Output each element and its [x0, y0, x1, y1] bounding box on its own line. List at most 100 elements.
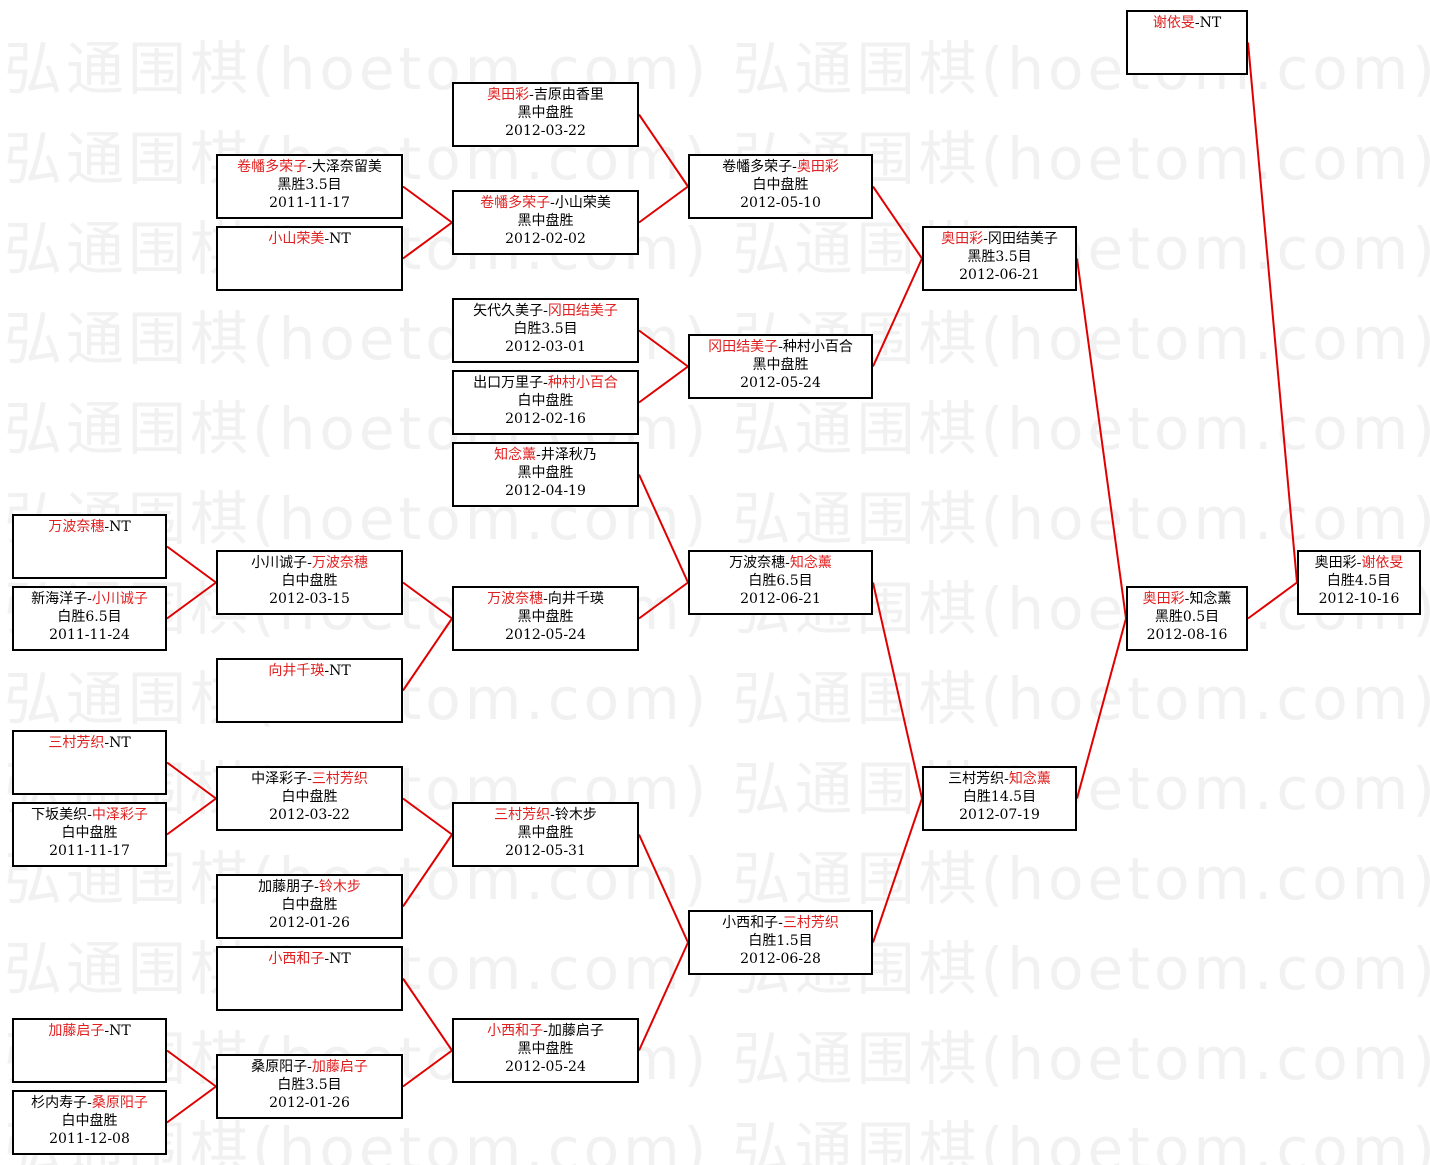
match-players: 小西和子-加藤启子	[454, 1022, 637, 1040]
match-players: 小川诚子-万波奈穗	[218, 554, 401, 572]
versus-dash: -	[550, 195, 555, 211]
player-white: 知念薰	[789, 555, 832, 571]
match-box: 万波奈穗-NT	[12, 514, 167, 579]
match-date: 2012-06-21	[740, 591, 821, 607]
player-white: NT	[109, 735, 131, 751]
match-result: 白中盘胜	[281, 897, 338, 913]
versus-dash: -	[104, 519, 110, 535]
player-white: 桑原阳子	[91, 1095, 148, 1111]
match-date: 2012-05-24	[740, 375, 821, 391]
match-result: 黑中盘胜	[752, 357, 809, 373]
match-players: 加藤启子-NT	[14, 1022, 165, 1040]
versus-dash: -	[529, 87, 534, 103]
bracket-connector	[638, 581, 689, 620]
match-result: 白中盘胜	[517, 393, 574, 409]
match-box: 小西和子-NT	[216, 946, 403, 1011]
player-black: 三村芳织	[494, 807, 551, 823]
player-black: 新海洋子	[31, 591, 88, 607]
match-result: 白胜1.5目	[748, 933, 813, 949]
match-players: 出口万里子-种村小百合	[454, 374, 637, 392]
match-date: 2012-03-22	[269, 807, 350, 823]
match-date: 2012-06-21	[959, 267, 1040, 283]
match-result: 白中盘胜	[281, 573, 338, 589]
bracket-connector	[166, 545, 217, 584]
versus-dash: -	[543, 375, 548, 391]
player-white: 小山荣美	[554, 195, 611, 211]
match-box: 知念薰-井泽秋乃黑中盘胜 2012-04-19	[452, 442, 639, 507]
player-black: 中泽彩子	[251, 771, 308, 787]
bracket-connector	[872, 798, 923, 943]
versus-dash: -	[543, 303, 548, 319]
versus-dash: -	[536, 447, 541, 463]
match-result: 黑中盘胜	[517, 465, 574, 481]
match-box: 冈田结美子-种村小百合黑中盘胜 2012-05-24	[688, 334, 873, 399]
bracket-connector	[402, 977, 453, 1052]
player-black: 万波奈穗	[487, 591, 544, 607]
bracket-connector	[166, 797, 217, 836]
match-result: 白中盘胜	[61, 825, 118, 841]
match-players: 奥田彩-知念薰	[1128, 590, 1246, 608]
match-result: 白中盘胜	[61, 1113, 118, 1129]
player-white: NT	[109, 1023, 131, 1039]
versus-dash: -	[983, 231, 988, 247]
match-date: 2012-01-26	[269, 915, 350, 931]
player-white: 冈田结美子	[547, 303, 618, 319]
watermark-text: 弘通围棋(hoetom.com) 弘通围棋(hoetom.com) 弘通围棋	[4, 395, 1430, 463]
player-white: 冈田结美子	[987, 231, 1058, 247]
player-black: 万波奈穗	[48, 519, 105, 535]
match-date: 2011-11-17	[269, 195, 350, 211]
bracket-connector	[402, 1049, 453, 1088]
match-date: 2011-11-24	[49, 627, 130, 643]
match-date: 2012-04-19	[505, 483, 586, 499]
match-box: 三村芳织-NT	[12, 730, 167, 795]
match-result: 白胜4.5目	[1326, 573, 1392, 589]
bracket-connector	[638, 834, 689, 943]
bracket-connector	[1247, 42, 1298, 583]
bracket-connector	[638, 942, 689, 1051]
versus-dash: -	[324, 231, 330, 247]
versus-dash: -	[324, 951, 330, 967]
bracket-connector	[166, 581, 217, 620]
match-players: 奥田彩-谢依旻	[1299, 554, 1419, 572]
bracket-connector	[638, 185, 689, 224]
match-players: 新海洋子-小川诚子	[14, 590, 165, 608]
match-players: 小西和子-三村芳织	[690, 914, 871, 932]
versus-dash: -	[307, 1059, 312, 1075]
bracket-connector	[872, 185, 923, 260]
versus-dash: -	[550, 807, 555, 823]
versus-dash: -	[314, 879, 319, 895]
player-white: 向井千瑛	[547, 591, 604, 607]
match-date: 2012-03-22	[505, 123, 586, 139]
match-players: 三村芳织-NT	[14, 734, 165, 752]
match-players: 冈田结美子-种村小百合	[690, 338, 871, 356]
player-black: 下坂美织	[31, 807, 88, 823]
match-players: 知念薰-井泽秋乃	[454, 446, 637, 464]
match-players: 矢代久美子-冈田结美子	[454, 302, 637, 320]
bracket-connector	[638, 365, 689, 404]
player-black: 小西和子	[722, 915, 779, 931]
player-black: 奥田彩	[1314, 555, 1357, 571]
bracket-connector	[638, 329, 689, 368]
versus-dash: -	[1184, 591, 1190, 607]
player-white: 知念薰	[1189, 591, 1232, 607]
player-black: 小川诚子	[251, 555, 308, 571]
player-white: 谢依旻	[1361, 555, 1404, 571]
match-result: 白胜6.5目	[748, 573, 813, 589]
player-black: 小山荣美	[268, 231, 325, 247]
bracket-connector	[402, 185, 453, 224]
player-black: 卷幡多荣子	[722, 159, 793, 175]
player-white: 种村小百合	[547, 375, 618, 391]
versus-dash: -	[543, 1023, 548, 1039]
match-players: 万波奈穗-向井千瑛	[454, 590, 637, 608]
match-result: 白中盘胜	[752, 177, 809, 193]
